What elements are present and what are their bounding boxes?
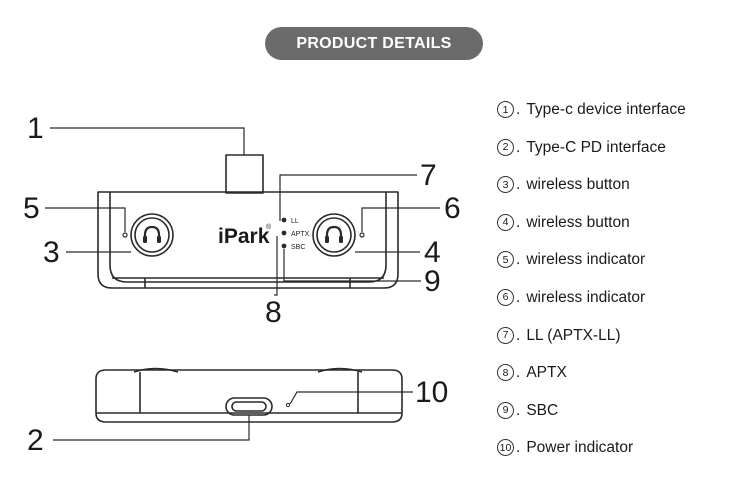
legend-item: 5. wireless indicator bbox=[497, 251, 686, 289]
legend-separator: . bbox=[516, 176, 521, 194]
legend-number: 4 bbox=[497, 213, 514, 231]
legend-text: SBC bbox=[526, 401, 559, 419]
legend-separator: . bbox=[516, 401, 521, 419]
leader-5 bbox=[45, 207, 126, 232]
callout-8: 8 bbox=[265, 296, 282, 329]
legend-text: wireless button bbox=[526, 213, 630, 231]
legend-item: 6. wireless indicator bbox=[497, 288, 686, 327]
legend-number: 1 bbox=[497, 101, 514, 118]
legend-text: wireless indicator bbox=[526, 288, 646, 306]
legend-item: 3. wireless button bbox=[497, 176, 686, 214]
callout-5: 5 bbox=[23, 192, 40, 225]
legend-text: wireless button bbox=[526, 176, 630, 194]
legend-number: 6 bbox=[497, 288, 514, 306]
legend-list: 1. Type-c device interface 2. Type-C PD in… bbox=[497, 101, 686, 477]
legend-separator: . bbox=[516, 364, 521, 382]
legend-separator: . bbox=[516, 138, 521, 156]
legend-text: APTX bbox=[526, 364, 567, 382]
legend-separator: . bbox=[516, 251, 521, 269]
brand-logo: iPark bbox=[218, 225, 270, 248]
legend-text: Power indicator bbox=[526, 439, 634, 457]
ll-indicator bbox=[281, 217, 287, 223]
callout-10: 10 bbox=[415, 376, 448, 409]
type-c-plug bbox=[225, 154, 264, 194]
wireless-indicator-left bbox=[122, 232, 128, 238]
legend-text: LL (APTX-LL) bbox=[526, 326, 621, 344]
headphone-icon-right bbox=[325, 225, 343, 244]
indicator-label-sbc: SBC bbox=[291, 244, 305, 251]
wireless-button-right bbox=[312, 213, 356, 257]
leader-10 bbox=[289, 391, 413, 405]
legend-item: 9. SBC bbox=[497, 401, 686, 440]
leader-2 bbox=[53, 415, 250, 441]
legend-number: 3 bbox=[497, 176, 514, 194]
leader-9 bbox=[283, 249, 421, 282]
legend-number: 7 bbox=[497, 326, 514, 344]
legend-number: 10 bbox=[497, 439, 514, 457]
legend-text: Type-c device interface bbox=[526, 101, 686, 118]
legend-item: 8. APTX bbox=[497, 364, 686, 402]
legend-item: 1. Type-c device interface bbox=[497, 101, 686, 139]
legend-number: 5 bbox=[497, 251, 514, 269]
legend-item: 7. LL (APTX-LL) bbox=[497, 326, 686, 365]
legend-separator: . bbox=[516, 101, 521, 118]
legend-separator: . bbox=[516, 439, 521, 457]
wireless-button-left bbox=[130, 213, 174, 257]
callout-4: 4 bbox=[424, 236, 441, 269]
legend-number: 9 bbox=[497, 401, 514, 419]
brand-registered-mark: ® bbox=[266, 223, 272, 231]
callout-3: 3 bbox=[43, 236, 60, 269]
legend-separator: . bbox=[516, 326, 521, 344]
headphone-icon-left bbox=[143, 225, 161, 244]
legend-item: 10. Power indicator bbox=[497, 439, 686, 477]
legend-item: 4. wireless button bbox=[497, 213, 686, 252]
callout-6: 6 bbox=[444, 192, 461, 225]
sbc-indicator bbox=[281, 243, 287, 249]
power-indicator bbox=[285, 402, 291, 408]
callout-9: 9 bbox=[424, 265, 441, 298]
legend-number: 8 bbox=[497, 364, 514, 382]
callout-7: 7 bbox=[420, 159, 437, 192]
leader-6 bbox=[361, 207, 440, 232]
legend-separator: . bbox=[516, 288, 521, 306]
indicator-label-aptx: APTX bbox=[291, 231, 310, 238]
leader-7 bbox=[279, 174, 417, 221]
legend-item: 2. Type-C PD interface bbox=[497, 138, 686, 177]
legend-text: Type-C PD interface bbox=[526, 138, 666, 156]
callout-1: 1 bbox=[27, 112, 44, 145]
title-badge: PRODUCT DETAILS bbox=[265, 27, 483, 60]
leader-1 bbox=[50, 127, 245, 155]
wireless-indicator-right bbox=[359, 232, 365, 238]
device-face-outline bbox=[109, 192, 387, 283]
callout-2: 2 bbox=[27, 424, 44, 457]
aptx-indicator bbox=[281, 230, 287, 236]
legend-text: wireless indicator bbox=[526, 251, 646, 269]
device-body-outer bbox=[97, 191, 399, 289]
legend-number: 2 bbox=[497, 138, 514, 156]
indicator-label-ll: LL bbox=[291, 218, 299, 225]
legend-separator: . bbox=[516, 213, 521, 231]
leader-8 bbox=[274, 236, 278, 296]
